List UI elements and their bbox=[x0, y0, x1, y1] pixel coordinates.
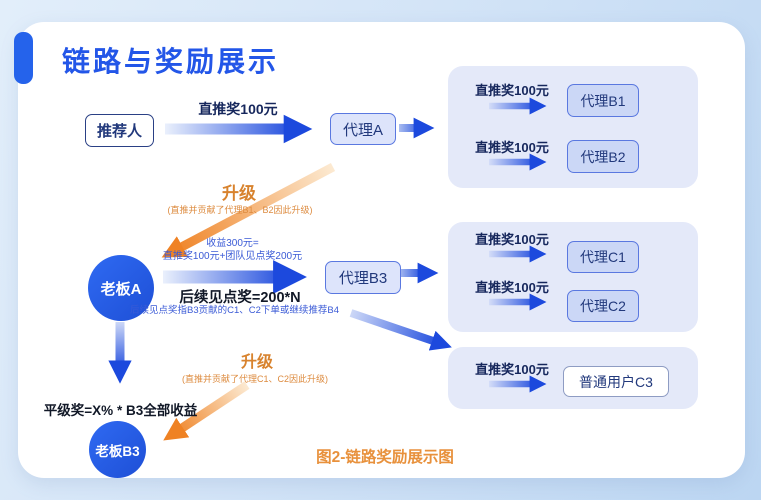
label-followup-note: 后续见点奖指B3贡献的C1、C2下单或继续推荐B4 bbox=[130, 305, 340, 316]
label-income-line2: 直推奖100元+团队见点奖200元 bbox=[162, 251, 303, 262]
panel-user-row-label: 直推奖100元 bbox=[475, 362, 549, 377]
panel-b-row2-label: 直推奖100元 bbox=[475, 140, 549, 155]
node-normal-user-c3: 普通用户C3 bbox=[563, 366, 669, 397]
label-direct-reward-top: 直推奖100元 bbox=[198, 101, 278, 117]
node-agent-b1: 代理B1 bbox=[567, 84, 639, 117]
node-agent-b2: 代理B2 bbox=[567, 140, 639, 173]
node-boss-b3: 老板B3 bbox=[89, 421, 146, 478]
label-income-line1: 收益300元= bbox=[206, 238, 259, 249]
panel-c-row1-label: 直推奖100元 bbox=[475, 232, 549, 247]
node-agent-b3: 代理B3 bbox=[325, 261, 401, 294]
label-upgrade1-title: 升级 bbox=[222, 184, 256, 203]
panel-c-row2-label: 直推奖100元 bbox=[475, 280, 549, 295]
label-upgrade2-note: (直推并贡献了代理C1、C2因此升级) bbox=[181, 374, 328, 384]
figure-caption: 图2-链路奖励展示图 bbox=[316, 449, 454, 466]
node-boss-a: 老板A bbox=[88, 255, 154, 321]
panel-b-row1-label: 直推奖100元 bbox=[475, 83, 549, 98]
node-referrer: 推荐人 bbox=[85, 114, 154, 147]
label-upgrade1-note: (直推并贡献了代理B1、B2因此升级) bbox=[167, 205, 313, 215]
label-followup-reward: 后续见点奖=200*N bbox=[179, 290, 301, 306]
label-peer-reward: 平级奖=X% * B3全部收益 bbox=[43, 403, 198, 418]
label-upgrade2-title: 升级 bbox=[240, 354, 273, 371]
title-accent-bar bbox=[14, 32, 33, 84]
page-title: 链路与奖励展示 bbox=[62, 46, 280, 77]
node-agent-c2: 代理C2 bbox=[567, 290, 639, 322]
label-income: 收益300元= 直推奖100元+团队见点奖200元 bbox=[150, 237, 315, 263]
node-agent-a: 代理A bbox=[330, 113, 396, 145]
node-agent-c1: 代理C1 bbox=[567, 241, 639, 273]
